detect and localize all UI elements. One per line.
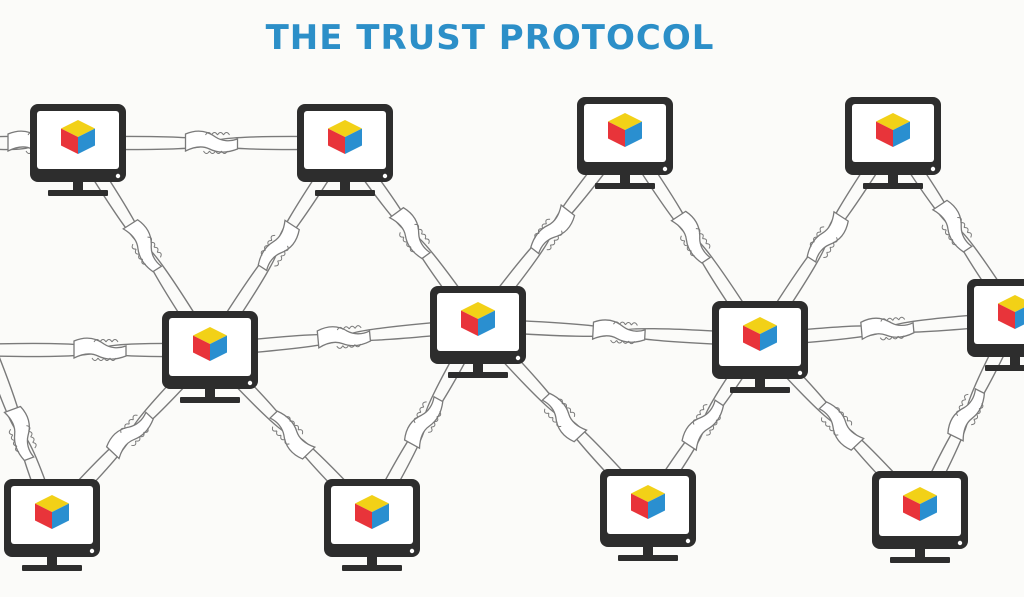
color-cube-icon [998,295,1024,329]
color-cube-icon [876,113,910,147]
color-cube-icon [35,495,69,529]
computer-monitor-icon [577,97,673,189]
color-cube-icon [743,317,777,351]
page-title: THE TRUST PROTOCOL [265,18,715,58]
computer-monitor-icon [4,479,100,571]
computer-monitor-icon [30,104,126,196]
computer-monitor-icon [872,471,968,563]
computer-monitor-icon [430,286,526,378]
color-cube-icon [328,120,362,154]
color-cube-icon [461,302,495,336]
computer-monitor-icon [712,301,808,393]
computer-monitor-icon [845,97,941,189]
computer-monitor-icon [967,279,1024,371]
color-cube-icon [608,113,642,147]
computer-monitor-icon [324,479,420,571]
computer-monitor-icon [297,104,393,196]
color-cube-icon [631,485,665,519]
color-cube-icon [61,120,95,154]
computer-nodes [4,97,1024,571]
color-cube-icon [355,495,389,529]
handshake-icon [0,337,211,361]
computer-monitor-icon [600,469,696,561]
color-cube-icon [903,487,937,521]
handshake-icon [0,357,59,521]
computer-monitor-icon [162,311,258,403]
color-cube-icon [193,327,227,361]
handshake-links [0,130,1022,523]
